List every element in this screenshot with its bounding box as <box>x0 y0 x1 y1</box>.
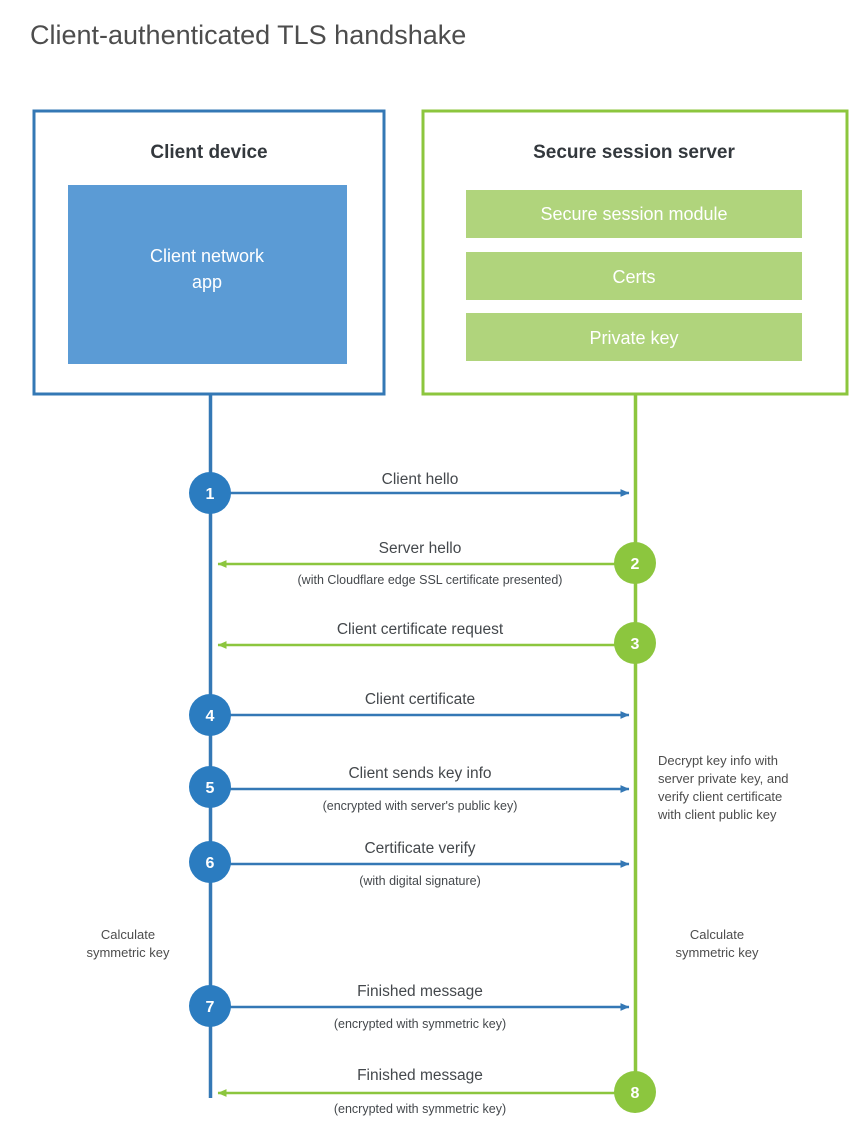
step-3-marker <box>614 622 656 664</box>
server-calculate-symmetric-key-note: Calculate symmetric key <box>675 927 759 960</box>
step-4: Client certificate 4 <box>189 691 630 736</box>
module-label-secure-session-module: Secure session module <box>540 204 727 224</box>
step-6-label: Certificate verify <box>364 840 475 857</box>
module-block-certs <box>466 252 802 300</box>
step-6-marker <box>189 841 231 883</box>
client-calc-line1: Calculate <box>101 927 155 942</box>
client-network-app-block <box>68 185 347 364</box>
server-decrypt-note-line4: with client public key <box>657 807 777 822</box>
step-8-sublabel: (encrypted with symmetric key) <box>334 1102 506 1116</box>
module-label-certs: Certs <box>612 267 655 287</box>
module-block-secure-session-module <box>466 190 802 238</box>
step-8-number: 8 <box>631 1085 640 1102</box>
step-7-label: Finished message <box>357 983 483 1000</box>
step-1: Client hello 1 <box>189 471 630 514</box>
secure-session-server-box: Secure session server Secure session mod… <box>421 109 849 396</box>
page-title: Client-authenticated TLS handshake <box>30 20 466 50</box>
module-block-private-key <box>466 313 802 361</box>
step-2-marker <box>614 542 656 584</box>
step-2: Server hello (with Cloudflare edge SSL c… <box>217 540 656 587</box>
server-decrypt-note-line3: verify client certificate <box>658 789 782 804</box>
step-4-marker <box>189 694 231 736</box>
step-8-marker <box>614 1071 656 1113</box>
step-5-label: Client sends key info <box>348 765 491 782</box>
step-4-label: Client certificate <box>365 691 475 708</box>
step-6-number: 6 <box>206 855 215 872</box>
step-3-number: 3 <box>631 636 640 653</box>
client-calculate-symmetric-key-note: Calculate symmetric key <box>86 927 170 960</box>
step-1-label: Client hello <box>382 471 459 488</box>
step-8-label: Finished message <box>357 1067 483 1084</box>
step-3: Client certificate request 3 <box>217 621 656 664</box>
step-7: Finished message (encrypted with symmetr… <box>189 983 630 1031</box>
step-8: Finished message (encrypted with symmetr… <box>217 1067 656 1116</box>
client-network-app-label-line2: app <box>192 272 222 292</box>
server-calc-line1: Calculate <box>690 927 744 942</box>
step-1-number: 1 <box>206 486 215 503</box>
step-7-sublabel: (encrypted with symmetric key) <box>334 1017 506 1031</box>
step-5: Client sends key info (encrypted with se… <box>189 765 630 813</box>
step-2-sublabel: (with Cloudflare edge SSL certificate pr… <box>298 573 563 587</box>
step-2-number: 2 <box>631 556 640 573</box>
step-6: Certificate verify (with digital signatu… <box>189 840 630 888</box>
client-calc-line2: symmetric key <box>86 945 170 960</box>
step-1-marker <box>189 472 231 514</box>
step-7-number: 7 <box>206 999 215 1016</box>
server-decrypt-note-line1: Decrypt key info with <box>658 753 778 768</box>
step-5-sublabel: (encrypted with server's public key) <box>323 799 518 813</box>
client-device-title: Client device <box>150 142 267 163</box>
step-5-marker <box>189 766 231 808</box>
step-4-number: 4 <box>206 708 215 725</box>
server-decrypt-note: Decrypt key info with server private key… <box>657 753 789 822</box>
server-decrypt-note-line2: server private key, and <box>658 771 789 786</box>
step-2-label: Server hello <box>379 540 462 557</box>
step-5-number: 5 <box>206 780 215 797</box>
server-calc-line2: symmetric key <box>675 945 759 960</box>
client-device-box: Client device Client network app <box>32 109 386 396</box>
step-3-label: Client certificate request <box>337 621 504 638</box>
step-6-sublabel: (with digital signature) <box>359 874 481 888</box>
client-network-app-label-line1: Client network <box>150 246 265 266</box>
module-label-private-key: Private key <box>589 328 678 348</box>
step-7-marker <box>189 985 231 1027</box>
secure-session-server-title: Secure session server <box>533 142 735 163</box>
